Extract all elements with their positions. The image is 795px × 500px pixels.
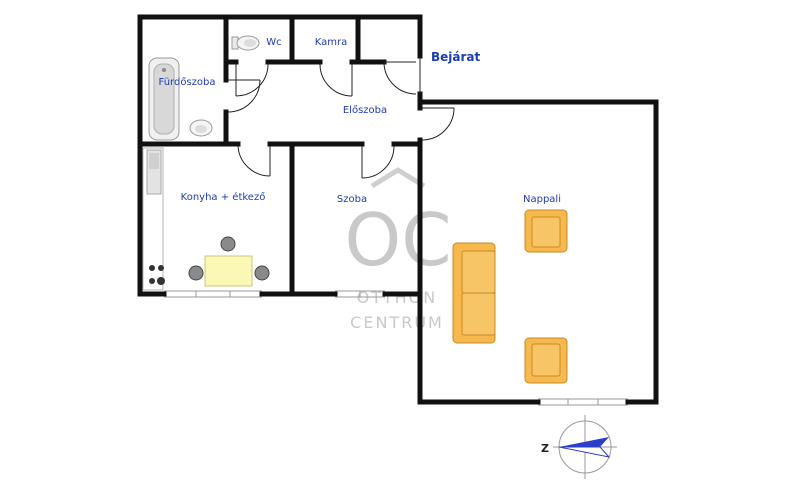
room-label-wc: Wc [266, 37, 281, 48]
door-bedroom [361, 145, 395, 179]
compass-needle-icon [559, 437, 609, 447]
room-label-kitchen: Konyha + étkező [181, 191, 266, 203]
room-label-hall: Előszoba [343, 104, 387, 116]
kitchen-counter [142, 147, 164, 291]
toilet-icon [231, 35, 260, 51]
watermark-logo: OC [345, 198, 452, 282]
watermark-roof-icon [370, 167, 426, 189]
sofa-icon [452, 242, 496, 344]
entrance-label: Bejárat [431, 50, 481, 64]
door-bathroom [227, 79, 261, 113]
armchair-icon [524, 337, 568, 384]
dining-table [204, 255, 253, 287]
compass: Z [541, 415, 617, 479]
stove-icon [149, 265, 165, 285]
compass-letter: Z [541, 442, 549, 455]
door-hall-closet [383, 61, 417, 95]
sink-icon [189, 119, 213, 137]
door-living [421, 107, 455, 141]
armchair-icon [524, 209, 568, 253]
room-label-bedroom: Szoba [337, 194, 367, 205]
doors [227, 56, 455, 179]
bathtub-icon [148, 57, 180, 141]
chair-icon [188, 236, 270, 281]
walls [137, 14, 659, 405]
room-label-living: Nappali [523, 194, 561, 205]
door-kamra [319, 63, 353, 97]
windows [164, 290, 628, 406]
watermark: OC OTTHON CENTRUM [345, 167, 452, 332]
door-kitchen [237, 145, 271, 177]
room-label-pantry: Kamra [315, 37, 348, 48]
room-label-bathroom: Fürdőszoba [159, 76, 216, 88]
watermark-centrum: CENTRUM [350, 313, 444, 332]
